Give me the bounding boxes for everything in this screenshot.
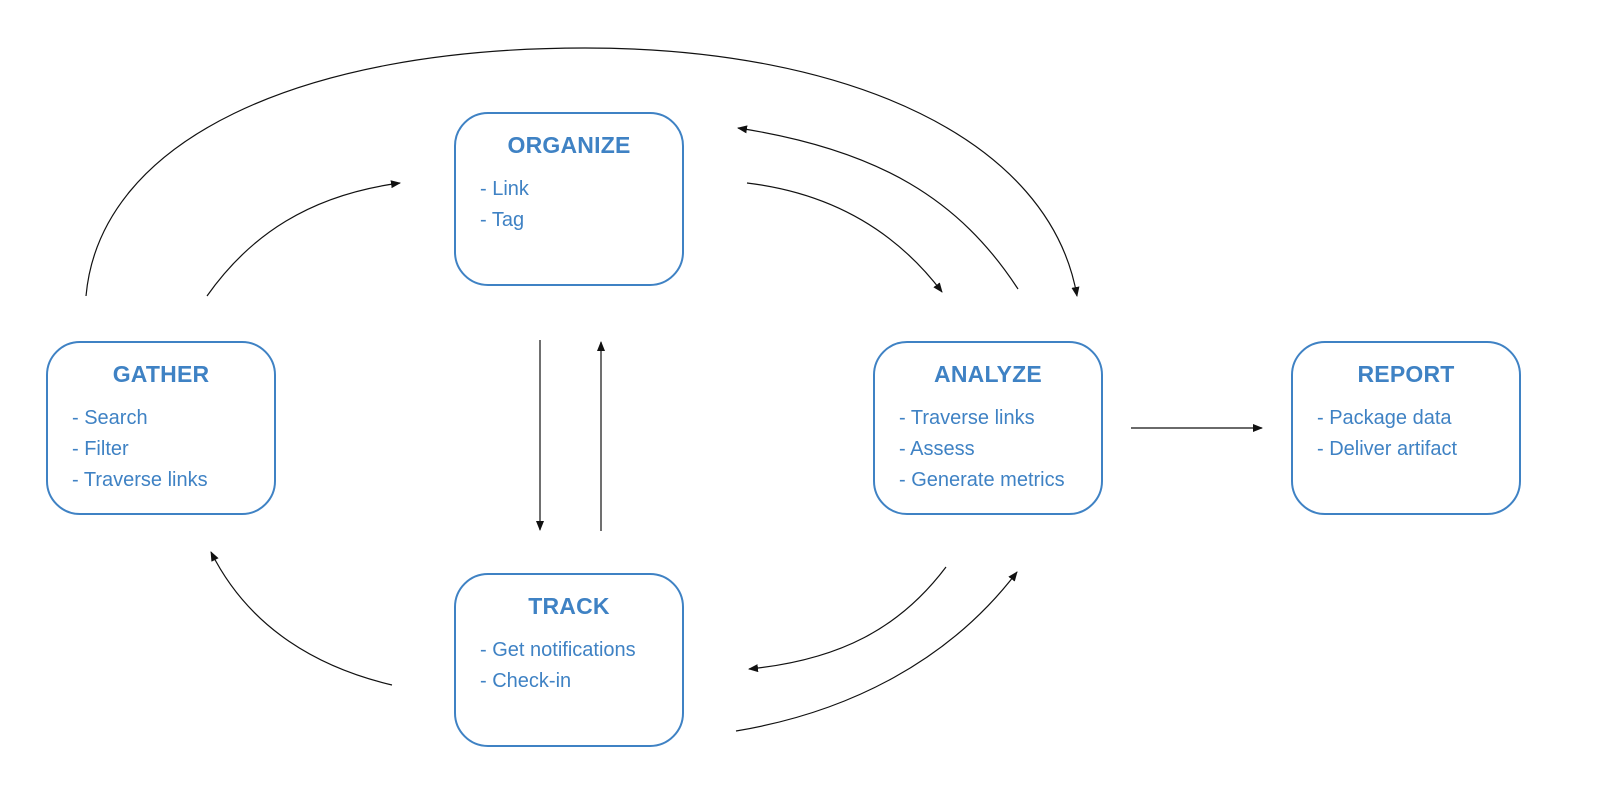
- stage-track-items: Get notifications Check-in: [480, 635, 674, 697]
- stage-analyze-item: Generate metrics: [899, 465, 1093, 496]
- stage-organize: ORGANIZE Link Tag: [454, 112, 684, 286]
- stage-track: TRACK Get notifications Check-in: [454, 573, 684, 747]
- stage-gather-item: Filter: [72, 434, 266, 465]
- stage-gather-item: Search: [72, 403, 266, 434]
- arrow-track-to-analyze: [735, 571, 1018, 732]
- stage-gather-items: Search Filter Traverse links: [72, 403, 266, 496]
- stage-report: REPORT Package data Deliver artifact: [1291, 341, 1521, 515]
- stage-gather-item: Traverse links: [72, 465, 266, 496]
- stage-analyze-item: Assess: [899, 434, 1093, 465]
- stage-report-item: Deliver artifact: [1317, 434, 1511, 465]
- arrow-gather-to-organize: [206, 180, 401, 297]
- stage-organize-item: Tag: [480, 205, 674, 236]
- stage-analyze-items: Traverse links Assess Generate metrics: [899, 403, 1093, 496]
- stage-analyze-title: ANALYZE: [934, 361, 1042, 387]
- arrow-track-to-gather: [210, 551, 393, 686]
- stage-gather: GATHER Search Filter Traverse links: [46, 341, 276, 515]
- arrow-analyze-to-track: [748, 566, 947, 673]
- arrow-analyze-to-organize: [737, 125, 1019, 290]
- stage-report-items: Package data Deliver artifact: [1317, 403, 1511, 465]
- stage-analyze: ANALYZE Traverse links Assess Generate m…: [873, 341, 1103, 515]
- stage-track-title: TRACK: [528, 593, 610, 619]
- stage-analyze-item: Traverse links: [899, 403, 1093, 434]
- arrow-gather-to-analyze: [85, 47, 1080, 297]
- stage-report-item: Package data: [1317, 403, 1511, 434]
- stage-organize-items: Link Tag: [480, 174, 674, 236]
- stage-organize-title: ORGANIZE: [507, 132, 631, 158]
- arrow-organize-to-analyze: [746, 182, 943, 293]
- stage-track-item: Get notifications: [480, 635, 674, 666]
- stage-gather-title: GATHER: [112, 361, 210, 387]
- stage-track-item: Check-in: [480, 666, 674, 697]
- stage-organize-item: Link: [480, 174, 674, 205]
- stage-report-title: REPORT: [1357, 361, 1455, 387]
